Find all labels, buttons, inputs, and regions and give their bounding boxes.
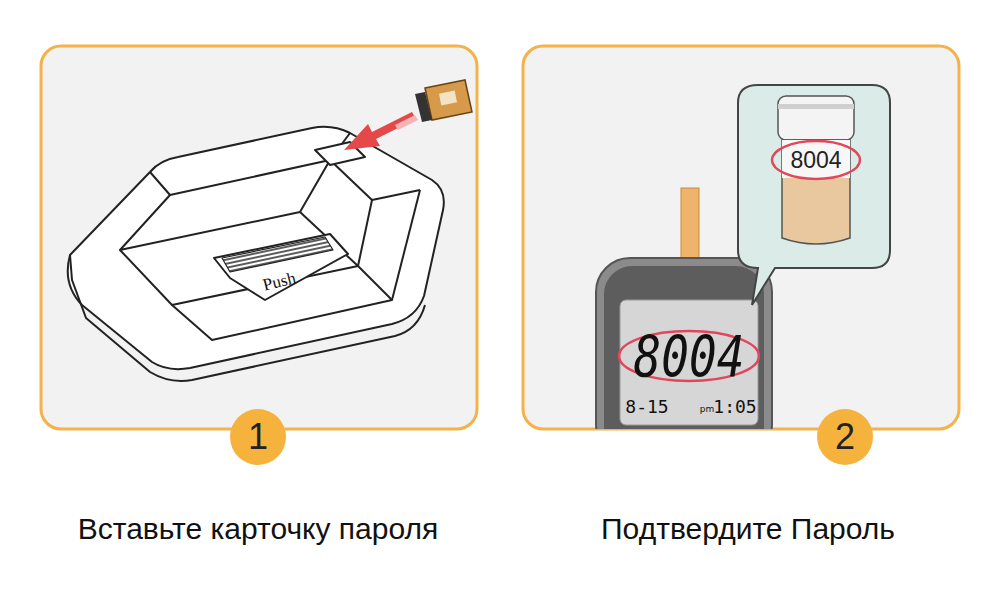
step-caption: Вставьте карточку пароля — [78, 512, 438, 545]
callout-number: 2 — [835, 419, 855, 455]
meter-screen — [620, 300, 758, 425]
meter-drawing — [68, 127, 444, 381]
code-card — [415, 80, 472, 122]
step-caption: Подтвердите Пароль — [601, 512, 895, 545]
callout-bubble — [738, 85, 890, 305]
meter-body — [596, 258, 772, 429]
callout-number: 1 — [248, 419, 268, 455]
display-text: pm — [700, 405, 714, 414]
display-text: 1:05 — [713, 398, 756, 416]
strip-vial — [772, 96, 860, 244]
insert-arrow — [344, 112, 418, 150]
step-panel — [41, 46, 477, 429]
step-number: 2 — [817, 409, 873, 465]
display-text: 8004 — [790, 149, 841, 172]
display-text: 8004 — [634, 328, 745, 386]
step-number: 1 — [230, 409, 286, 465]
display-text: 8-15 — [625, 398, 668, 416]
vial-code-label: 8004 — [778, 141, 854, 179]
meter-bezel — [604, 266, 764, 429]
meter-display: 8004 8-15 pm1:05 — [621, 301, 757, 424]
step-panel — [523, 46, 959, 429]
